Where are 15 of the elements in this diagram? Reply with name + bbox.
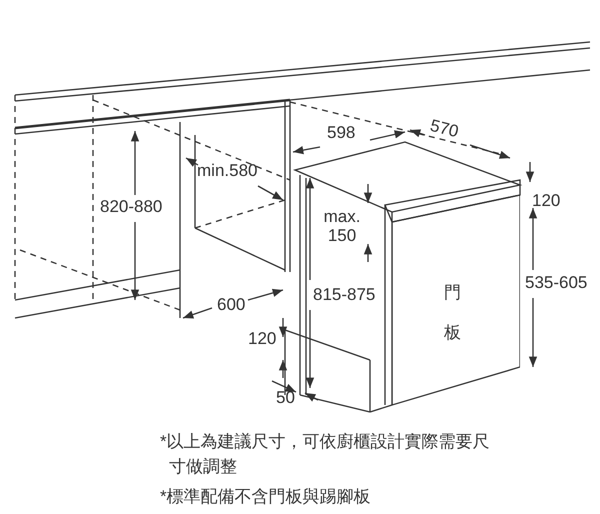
dimension-label: 598: [327, 124, 356, 143]
dimension-label: 820-880: [100, 198, 162, 217]
dimension-label: 600: [217, 296, 246, 315]
dimension-label: 120: [248, 330, 276, 349]
dimension-label: 815-875: [313, 286, 376, 305]
note-text: *以上為建議尺寸，可依廚櫃設計實際需要尺寸做調整: [160, 431, 491, 478]
dimension-label: 50: [276, 389, 295, 408]
dimension-label: 120: [532, 192, 560, 211]
dimension-label: min.580: [197, 162, 258, 181]
dimension-label: max. 150: [322, 208, 362, 246]
dimension-label: 535-605: [525, 274, 588, 293]
door-panel: [392, 195, 520, 406]
door-panel-label: 門板: [444, 282, 461, 344]
dimension-label: 570: [428, 116, 460, 142]
note-text: *標準配備不含門板與踢腳板: [160, 486, 371, 508]
